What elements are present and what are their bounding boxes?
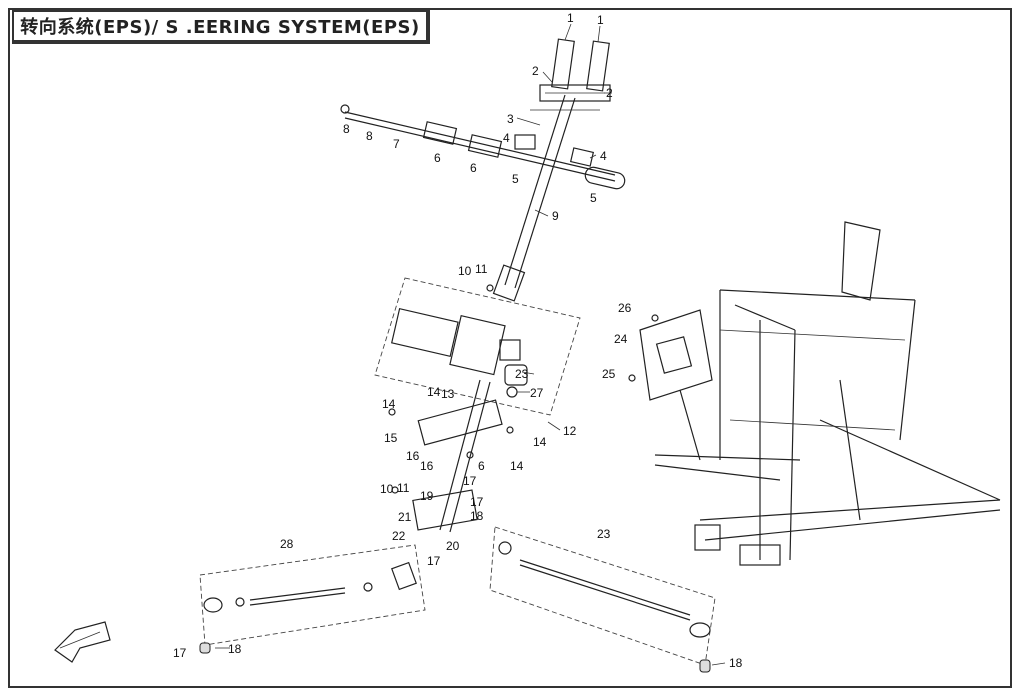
callout: 6 bbox=[478, 459, 485, 473]
callout: 5 bbox=[512, 172, 519, 186]
callout: 4 bbox=[600, 149, 607, 163]
universal-joint bbox=[486, 264, 526, 302]
callout: 9 bbox=[552, 209, 559, 223]
eps-unit-box bbox=[374, 277, 581, 416]
callout: 18 bbox=[228, 642, 242, 656]
callout: 8 bbox=[343, 122, 350, 136]
upper-clamp-assembly bbox=[539, 38, 611, 102]
callout: 17 bbox=[427, 554, 441, 568]
callout: 6 bbox=[434, 151, 441, 165]
callout: 27 bbox=[530, 386, 544, 400]
callout: 20 bbox=[446, 539, 460, 553]
callout: 26 bbox=[618, 301, 632, 315]
callout: 17 bbox=[470, 495, 484, 509]
callout: 14 bbox=[382, 397, 396, 411]
diagram-title: 转向系统(EPS)/ S .EERING SYSTEM(EPS) bbox=[20, 17, 420, 38]
callout: 15 bbox=[384, 431, 398, 445]
eps-controller-bracket bbox=[628, 309, 713, 401]
callout: 12 bbox=[563, 424, 577, 438]
callout: 19 bbox=[420, 489, 434, 503]
leader-lines bbox=[215, 23, 726, 666]
callout: 1 bbox=[597, 13, 604, 27]
drawing-frame bbox=[8, 8, 1012, 688]
callout: 24 bbox=[614, 332, 628, 346]
callout: 18 bbox=[470, 509, 484, 523]
vehicle-frame bbox=[654, 221, 1001, 566]
callout: 14 bbox=[533, 435, 547, 449]
callout: 23 bbox=[515, 367, 529, 381]
callout: 14 bbox=[427, 385, 441, 399]
front-direction-arrow bbox=[54, 621, 111, 663]
callout: 13 bbox=[441, 387, 455, 401]
callout: 25 bbox=[602, 367, 616, 381]
callout: 5 bbox=[590, 191, 597, 205]
callout: 16 bbox=[406, 449, 420, 463]
callout: 18 bbox=[729, 656, 743, 670]
steering-shaft bbox=[504, 94, 600, 289]
callout: 11 bbox=[397, 481, 410, 495]
callout: 17 bbox=[173, 646, 187, 660]
callout: 11 bbox=[475, 262, 488, 276]
callout: 7 bbox=[393, 137, 400, 151]
callout: 21 bbox=[398, 510, 412, 524]
title-block: 转向系统(EPS)/ S .EERING SYSTEM(EPS) bbox=[12, 10, 430, 44]
callout: 1 bbox=[567, 11, 574, 25]
callout: 10 bbox=[458, 264, 472, 278]
right-tie-rod-box bbox=[489, 526, 716, 673]
callout: 4 bbox=[503, 131, 510, 145]
callout: 16 bbox=[420, 459, 434, 473]
callout: 10 bbox=[380, 482, 394, 496]
callout: 6 bbox=[470, 161, 477, 175]
callout: 2 bbox=[532, 64, 539, 78]
callout: 23 bbox=[597, 527, 611, 541]
callout-labels: 1 1 2 2 3 4 4 5 5 6 6 7 8 8 9 10 11 12 1… bbox=[173, 11, 743, 670]
callout: 14 bbox=[510, 459, 524, 473]
callout: 8 bbox=[366, 129, 373, 143]
callout: 2 bbox=[606, 86, 613, 100]
callout: 3 bbox=[507, 112, 514, 126]
callout: 22 bbox=[392, 529, 406, 543]
left-tie-rod-box bbox=[199, 544, 426, 654]
lower-steering-shaft bbox=[388, 379, 514, 533]
cross-bar-assembly bbox=[340, 104, 626, 190]
callout: 17 bbox=[463, 474, 477, 488]
callout: 28 bbox=[280, 537, 294, 551]
